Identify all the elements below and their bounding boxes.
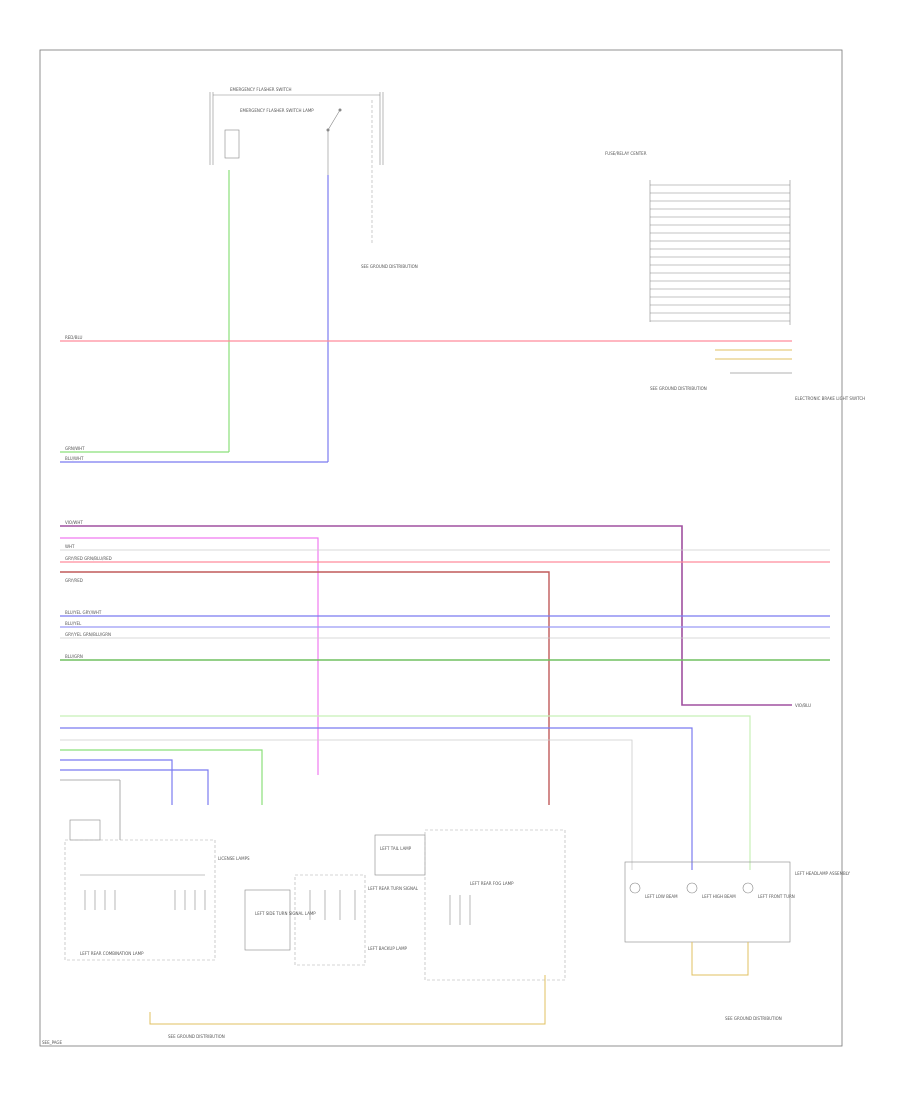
high-beam-label: LEFT HIGH BEAM xyxy=(702,894,736,899)
wire-darkred xyxy=(60,571,550,805)
wire-blue-lower-2 xyxy=(60,759,173,805)
wire-gray-lower xyxy=(60,739,633,870)
wire-blue-1-label: BLU/YEL GRY/WHT xyxy=(65,610,102,615)
wire-red-bus-label: GRY/RED GRN/BLU/RED xyxy=(65,556,112,561)
wire-green-bus-label: BLU/GRN xyxy=(65,654,83,659)
wire-gray-yellow-label: GRY/YEL GRN/BLU/GRN xyxy=(65,632,111,637)
wire-green-lower xyxy=(60,749,263,805)
headlamp-label: LEFT HEADLAMP ASSEMBLY xyxy=(795,871,850,876)
module-right-label: ELECTRONIC BRAKE LIGHT SWITCH xyxy=(795,396,865,401)
wire-yellow-ground xyxy=(149,975,546,1025)
wire-red-top-label: RED/BLU xyxy=(65,335,83,340)
wire-white-label: WHT xyxy=(65,544,75,549)
left-backup-label: LEFT BACKUP LAMP xyxy=(368,946,408,951)
see-ground-top: SEE GROUND DISTRIBUTION xyxy=(361,264,418,269)
fuse-relay-block: FUSE/RELAY CENTER ELECTRONIC BRAKE LIGHT… xyxy=(605,151,865,401)
left-rear-combination-lamp: LICENSE LAMPS LEFT REAR COMBINATION LAMP xyxy=(64,819,250,961)
wire-green-a-label: GRN/WHT xyxy=(65,446,85,451)
left-tail-label: LEFT TAIL LAMP xyxy=(380,846,412,851)
lamp-combo-label: LEFT REAR COMBINATION LAMP xyxy=(80,951,144,956)
left-headlamp-assembly: LEFT HEADLAMP ASSEMBLY LEFT LOW BEAM LEF… xyxy=(624,861,850,1021)
flasher-lamp-label: EMERGENCY FLASHER SWITCH LAMP xyxy=(240,108,314,113)
wire-blue-2-label: BLU/YEL xyxy=(65,621,82,626)
diagram-frame xyxy=(39,49,843,1047)
switch-label: EMERGENCY FLASHER SWITCH xyxy=(230,87,292,92)
left-side-turn-label: LEFT SIDE TURN SIGNAL LAMP xyxy=(255,911,316,916)
wire-magenta xyxy=(60,537,319,775)
low-beam-label: LEFT LOW BEAM xyxy=(645,894,678,899)
left-rear-turn-label: LEFT REAR TURN SIGNAL xyxy=(368,886,419,891)
left-rear-fog-label: LEFT REAR FOG LAMP xyxy=(470,881,514,886)
wire-blue-a-label: BLU/WHT xyxy=(65,456,84,461)
wire-darkred-label: GRY/RED xyxy=(65,578,83,583)
front-turn-label: LEFT FRONT TURN xyxy=(758,894,795,899)
wire-lightgreen-lower xyxy=(60,715,751,870)
see-ground-right: SEE GROUND DISTRIBUTION xyxy=(650,386,707,391)
footer-code: SEE_PAGE xyxy=(42,1040,63,1045)
front-left-gnd-label: SEE GROUND DISTRIBUTION xyxy=(725,1016,782,1021)
emergency-flasher-switch: EMERGENCY FLASHER SWITCH EMERGENCY FLASH… xyxy=(209,87,418,269)
lamp-license-label: LICENSE LAMPS xyxy=(218,856,250,861)
center-lamp-group: LEFT SIDE TURN SIGNAL LAMP LEFT TAIL LAM… xyxy=(244,829,566,981)
wire-purple-end-label: VIO/BLU xyxy=(795,703,811,708)
left-rear-gnd-label: SEE GROUND DISTRIBUTION xyxy=(168,1034,225,1039)
fuse-block-label: FUSE/RELAY CENTER xyxy=(605,151,647,156)
wire-blue-lower xyxy=(60,727,693,870)
wire-blue-lower-3 xyxy=(60,769,209,805)
wire-purple-label: VIO/WHT xyxy=(65,520,83,525)
